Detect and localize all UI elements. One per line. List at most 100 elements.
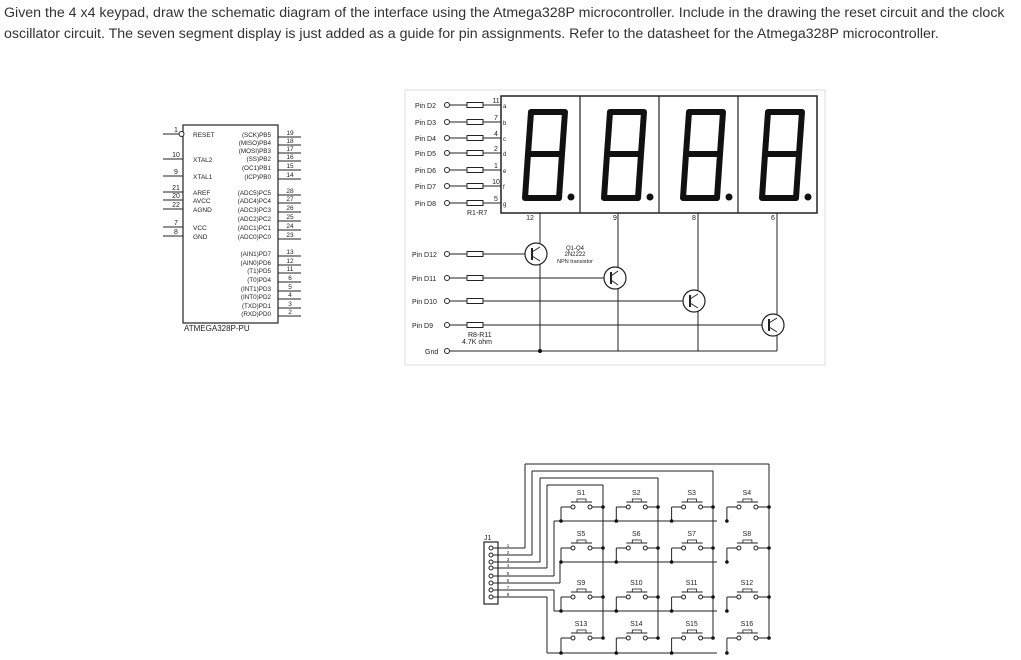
pin-label: (OC1)PB1 [242,165,272,172]
switch-contact [587,504,593,510]
pin-number: 20 [172,193,180,200]
switch-contact [736,504,742,510]
pin-label: (ICP)PB0 [244,174,271,181]
switch-label: S3 [687,490,696,497]
pin-label: (RXD)PD0 [241,311,271,318]
pin-number: 7 [174,220,178,227]
switch-contact [570,594,576,600]
switch-contact [570,635,576,641]
digit-pin-number: 6 [771,215,775,222]
transistor-label: Q1-Q4 [566,246,585,252]
segment-letter: e [503,169,507,175]
pin-number: 3 [288,301,292,308]
switch-contact [642,545,648,551]
pin-terminal [444,102,450,108]
junction-dot [559,609,563,613]
resistor-label: R1-R7 [467,210,487,217]
junction-dot [711,546,715,550]
switch-contact [698,545,704,551]
digit-3-glyph [680,109,726,201]
connector-pin-number: 4 [507,563,510,568]
junction-dot [656,546,660,550]
pin-number: 4 [494,131,498,138]
segment-letter: f [503,185,505,191]
junction-dot [656,595,660,599]
switch-contact [681,594,687,600]
keypad-switch-s3 [681,498,704,510]
junction-dot [669,560,674,564]
pin-number: 24 [286,223,294,230]
switch-label: S7 [687,531,696,538]
switch-label: S4 [743,490,752,497]
pin-label: (ADC4)PC4 [238,198,272,205]
pin-label: (MISO)PB4 [239,140,272,147]
pin-label: (ADC1)PC1 [238,225,272,232]
junction-dot [767,636,771,640]
switch-label: S8 [743,531,752,538]
junction-dot [601,636,605,640]
pin-label: (T1)PD5 [247,268,271,275]
switch-label: S13 [575,621,588,628]
pin-label: Pin D7 [415,184,436,191]
pin-label: (TXD)PD1 [242,303,272,310]
pin-label: Pin D11 [412,276,436,283]
switch-contact [681,635,687,641]
pin-number: 1 [494,163,498,170]
switch-contact [736,635,742,641]
switch-contact [642,594,648,600]
pin-label: (T0)PD4 [247,277,271,284]
junction-dot [725,651,729,655]
switch-label: S5 [577,531,586,538]
keypad-switch-s11 [681,588,704,600]
pin-number: 4 [288,292,292,299]
npn-transistor [524,242,548,266]
keypad-switch-s14 [625,629,648,641]
decimal-point [567,193,575,201]
segment-letter: a [503,104,507,110]
connector-pin [488,552,494,558]
keypad-switch-s6 [625,539,648,551]
connector-pin-number: 8 [507,592,510,597]
junction-dot [725,519,729,523]
junction-dot [601,546,605,550]
pin-terminal [444,322,450,328]
connector-pin-number: 5 [507,571,510,576]
transistor-label: NPN transistor [557,259,593,265]
segment-letter: c [503,137,506,143]
resistor [466,150,484,156]
switch-label: S16 [741,621,754,628]
transistor-collector [531,246,541,253]
pin-number: 9 [174,169,178,176]
switch-contact [753,545,759,551]
question-text: Given the 4 x4 keypad, draw the schemati… [4,5,1005,42]
keypad-switch-s9 [570,588,593,600]
pin-label: Pin D8 [415,201,436,208]
pin-label: XTAL1 [193,174,213,181]
switch-label: S6 [632,531,641,538]
digit-2-glyph [601,109,647,201]
segment-letter: d [503,152,506,158]
junction-dot [767,595,771,599]
pin-number: 6 [288,275,292,282]
connector-pin [488,587,494,593]
pin-label: (ADC5)PC5 [238,190,272,197]
pin-number: 17 [286,146,294,153]
pin-label: AGND [193,207,212,214]
connector-pin [488,559,494,565]
pin-number: 5 [494,196,498,203]
digit-1-glyph [522,109,568,201]
connector-label: J1 [484,535,492,542]
pin-number: 22 [172,202,180,209]
digit-pin-number: 9 [613,215,617,222]
transistor-emitter [531,255,541,262]
pin-label: AREF [193,190,210,197]
chip-body [182,124,279,324]
junction-dot [538,349,542,353]
pin-label: VCC [193,225,207,232]
switch-contact [625,504,631,510]
pin-number: 23 [286,232,294,239]
npn-transistor [761,313,785,337]
pin-label: Pin D6 [415,168,436,175]
junction-dot [711,636,715,640]
pin-number: 2 [288,309,292,316]
